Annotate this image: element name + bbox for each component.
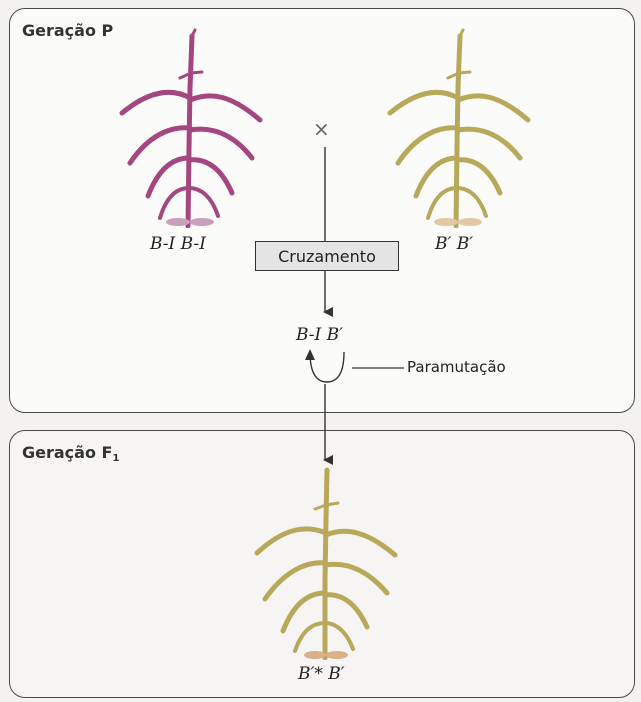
- paramutation-loop-head: [305, 349, 315, 360]
- paramutation-label: Paramutação: [407, 358, 506, 376]
- paramutation-loop-arrow: [310, 352, 344, 382]
- cross-label-text: Cruzamento: [278, 247, 376, 266]
- hybrid-genotype: B-I B′: [296, 325, 343, 345]
- cross-symbol: ×: [313, 117, 330, 141]
- cross-label-box: Cruzamento: [255, 241, 399, 271]
- parent-right-genotype: B′ B′: [435, 234, 473, 254]
- offspring-genotype: B′* B′: [298, 664, 345, 684]
- parent-left-genotype: B-I B-I: [150, 234, 206, 254]
